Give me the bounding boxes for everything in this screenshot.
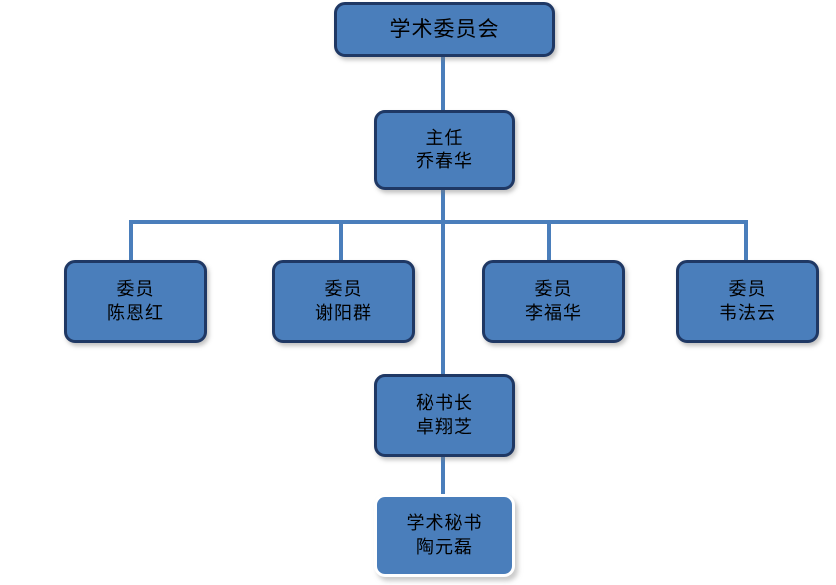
node-member-li-fuhua[interactable]: 委员 李福华 <box>482 260 625 343</box>
connector-bus-to-member-0 <box>129 220 133 262</box>
node-root-role: 学术委员会 <box>389 17 500 42</box>
node-member-2-name: 李福华 <box>525 302 582 323</box>
connector-director-stem <box>441 188 445 224</box>
connector-bus-to-member-1 <box>339 220 343 262</box>
connector-secretary-general-to-academic-secretary <box>441 455 445 496</box>
node-director-role: 主任 <box>425 127 464 148</box>
node-member-1-name: 谢阳群 <box>315 302 372 323</box>
node-secretary-general[interactable]: 秘书长 卓翔芝 <box>374 374 515 457</box>
connector-bus-to-member-3 <box>744 220 748 262</box>
connector-bus-to-secretary-general <box>441 220 445 376</box>
connector-member-bus <box>129 220 748 224</box>
node-member-wei-fayun[interactable]: 委员 韦法云 <box>676 260 819 343</box>
connector-root-to-director <box>441 55 445 112</box>
node-secgen-name: 卓翔芝 <box>416 416 473 437</box>
node-member-0-name: 陈恩红 <box>107 302 164 323</box>
node-director[interactable]: 主任 乔春华 <box>374 110 515 190</box>
node-member-2-role: 委员 <box>534 279 573 300</box>
node-academic-committee[interactable]: 学术委员会 <box>334 2 555 57</box>
node-member-chen-enhong[interactable]: 委员 陈恩红 <box>64 260 207 343</box>
node-member-1-role: 委员 <box>324 279 363 300</box>
node-member-xie-yangqun[interactable]: 委员 谢阳群 <box>272 260 415 343</box>
connector-bus-to-member-2 <box>547 220 551 262</box>
node-academic-secretary[interactable]: 学术秘书 陶元磊 <box>374 494 515 577</box>
node-member-0-role: 委员 <box>116 279 155 300</box>
node-member-3-role: 委员 <box>728 279 767 300</box>
node-acadsec-name: 陶元磊 <box>416 536 473 557</box>
node-secgen-role: 秘书长 <box>416 393 473 414</box>
node-member-3-name: 韦法云 <box>719 302 776 323</box>
node-director-name: 乔春华 <box>416 151 473 171</box>
node-acadsec-role: 学术秘书 <box>406 513 483 534</box>
